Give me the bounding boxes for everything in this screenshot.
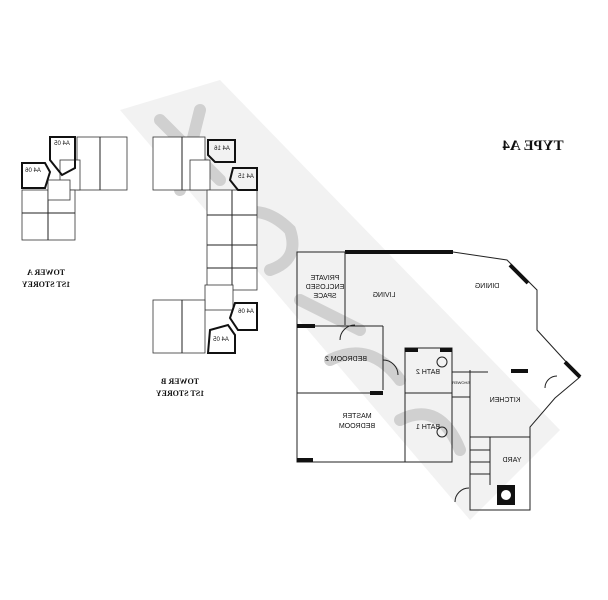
tower-a-storey: 1ST STOREY: [22, 280, 71, 289]
unit-label: A4 06: [25, 168, 41, 174]
unit-label: A4 16: [214, 146, 230, 152]
room-label-shower: SHOWER: [452, 380, 470, 385]
room-label-private: ENCLOSED: [306, 284, 345, 291]
unit-highlight: [206, 323, 236, 354]
unit-label: A4 05: [213, 337, 229, 343]
room-label-master: BEDROOM: [339, 423, 375, 430]
room-label-bath2: BATH 2: [416, 369, 440, 376]
unit-highlight: [49, 136, 76, 177]
unit-label: A4 05: [54, 141, 70, 147]
room-label-dining: DINING: [475, 283, 500, 290]
unit-floor-plan: PRIVATE ENCLOSED SPACE LIVING DINING BED…: [296, 250, 582, 511]
tower-a-keyplan: A4 05 A4 06 TOWER A 1ST STOREY: [21, 136, 128, 289]
plan-title: TYPE A4: [502, 138, 564, 154]
unit-highlight: [228, 302, 258, 331]
unit-highlight: [228, 167, 258, 191]
room-label-living: LIVING: [373, 292, 396, 299]
unit-label: A4 15: [238, 174, 254, 180]
room-label-yard: YARD: [503, 457, 522, 464]
room-label-master: MASTER: [342, 413, 371, 420]
tower-b-storey: 1ST STOREY: [156, 389, 205, 398]
unit-highlight: [207, 139, 236, 163]
unit-label: A4 06: [238, 309, 254, 315]
room-label-bath1: BATH 1: [416, 424, 440, 431]
tower-b-name: TOWER B: [160, 377, 199, 386]
room-label-private: SPACE: [313, 293, 337, 300]
room-label-kitchen: KITCHEN: [490, 397, 521, 404]
room-label-private: PRIVATE: [310, 275, 339, 282]
unit-highlight: [21, 162, 52, 189]
tower-a-name: TOWER A: [27, 268, 65, 277]
tower-b-keyplan: A4 16 A4 15 A4 06 A4 05 TOWER B 1ST STOR…: [152, 136, 258, 398]
room-label-bedroom2: BEDROOM 2: [325, 356, 367, 363]
